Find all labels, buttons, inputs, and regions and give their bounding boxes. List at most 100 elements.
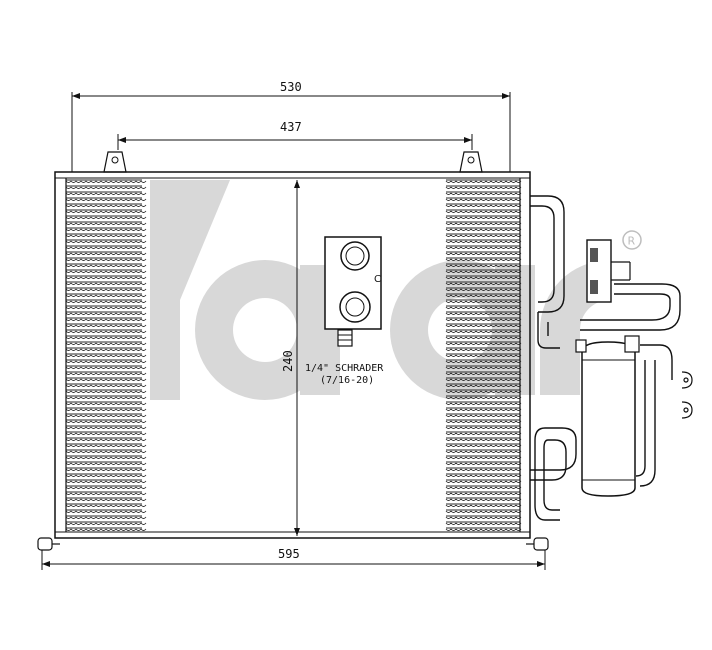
fin-row	[65, 455, 147, 459]
fin-row	[65, 179, 147, 183]
fin-row	[65, 257, 147, 261]
fin-row	[65, 245, 147, 249]
fin-row	[445, 497, 522, 501]
fin-row	[445, 197, 522, 201]
watermark-logo: R	[150, 180, 642, 400]
fin-row	[65, 377, 147, 381]
fin-row	[445, 347, 522, 351]
mounting-foot-right	[526, 537, 549, 551]
fin-row	[445, 419, 522, 423]
fin-row	[445, 407, 522, 411]
fin-row	[445, 293, 522, 297]
fin-row	[445, 359, 522, 363]
fin-row	[65, 461, 147, 465]
fin-row	[65, 443, 147, 447]
fin-row	[65, 479, 147, 483]
fin-row	[65, 371, 147, 375]
fin-row	[445, 257, 522, 261]
fin-row	[65, 515, 147, 519]
fin-row	[65, 263, 147, 267]
fin-row	[65, 449, 147, 453]
fin-row	[445, 365, 522, 369]
fin-row	[445, 425, 522, 429]
service-valve-block: C	[324, 236, 382, 347]
fin-row	[445, 263, 522, 267]
fin-row	[65, 431, 147, 435]
fin-row	[445, 299, 522, 303]
fin-row	[65, 209, 147, 213]
fin-row	[65, 233, 147, 237]
fin-row	[445, 431, 522, 435]
fin-row	[445, 461, 522, 465]
fin-row	[65, 239, 147, 243]
fin-row	[65, 485, 147, 489]
fin-row	[65, 395, 147, 399]
fin-row	[445, 485, 522, 489]
fin-row	[445, 221, 522, 225]
fin-row	[65, 305, 147, 309]
fin-row	[445, 323, 522, 327]
fin-row	[445, 491, 522, 495]
dimension-overall-width	[71, 92, 511, 172]
registered-mark-icon	[622, 230, 642, 250]
fin-row	[65, 269, 147, 273]
fin-row	[65, 407, 147, 411]
fin-row	[445, 287, 522, 291]
fin-row	[65, 509, 147, 513]
fin-row	[445, 317, 522, 321]
receiver-brackets	[681, 371, 693, 419]
dimension-core-height	[294, 180, 300, 536]
fin-row	[445, 437, 522, 441]
fin-row	[445, 509, 522, 513]
fin-row	[65, 227, 147, 231]
fin-block-left	[65, 179, 147, 531]
fin-row	[65, 425, 147, 429]
mounting-bracket-right	[459, 151, 483, 173]
mounting-foot-left	[37, 537, 60, 551]
fin-row	[445, 215, 522, 219]
fin-row	[65, 521, 147, 525]
condenser-core-outline	[54, 171, 531, 539]
fin-row	[445, 311, 522, 315]
fin-row	[65, 185, 147, 189]
fin-row	[445, 455, 522, 459]
fin-row	[445, 203, 522, 207]
fin-row	[445, 383, 522, 387]
fin-row	[445, 527, 522, 531]
fin-row	[445, 341, 522, 345]
receiver-drier	[575, 335, 640, 497]
fin-row	[65, 527, 147, 531]
dimension-overall-width-label: 530	[280, 80, 302, 94]
fin-row	[445, 281, 522, 285]
dimension-bottom-width	[41, 550, 546, 570]
dimension-core-height-label: 240	[281, 350, 295, 372]
fin-row	[65, 491, 147, 495]
fin-row	[65, 311, 147, 315]
fin-row	[65, 221, 147, 225]
fin-row	[445, 413, 522, 417]
fin-row	[65, 329, 147, 333]
fin-row	[445, 269, 522, 273]
fin-row	[65, 503, 147, 507]
mounting-bracket-left	[103, 151, 127, 173]
fin-row	[65, 347, 147, 351]
pressure-switch	[586, 239, 631, 303]
fin-row	[65, 203, 147, 207]
fin-row	[445, 245, 522, 249]
fin-row	[445, 503, 522, 507]
fin-row	[445, 191, 522, 195]
fin-row	[65, 419, 147, 423]
fin-row	[65, 383, 147, 387]
fin-block-right	[445, 179, 522, 531]
fin-row	[65, 353, 147, 357]
fin-row	[65, 401, 147, 405]
fin-row	[65, 275, 147, 279]
fin-row	[65, 359, 147, 363]
valve-note-line2: (7/16-20)	[320, 375, 374, 386]
fin-row	[445, 185, 522, 189]
fin-row	[65, 335, 147, 339]
fin-row	[445, 353, 522, 357]
fin-row	[65, 467, 147, 471]
fin-row	[445, 329, 522, 333]
fin-row	[445, 209, 522, 213]
